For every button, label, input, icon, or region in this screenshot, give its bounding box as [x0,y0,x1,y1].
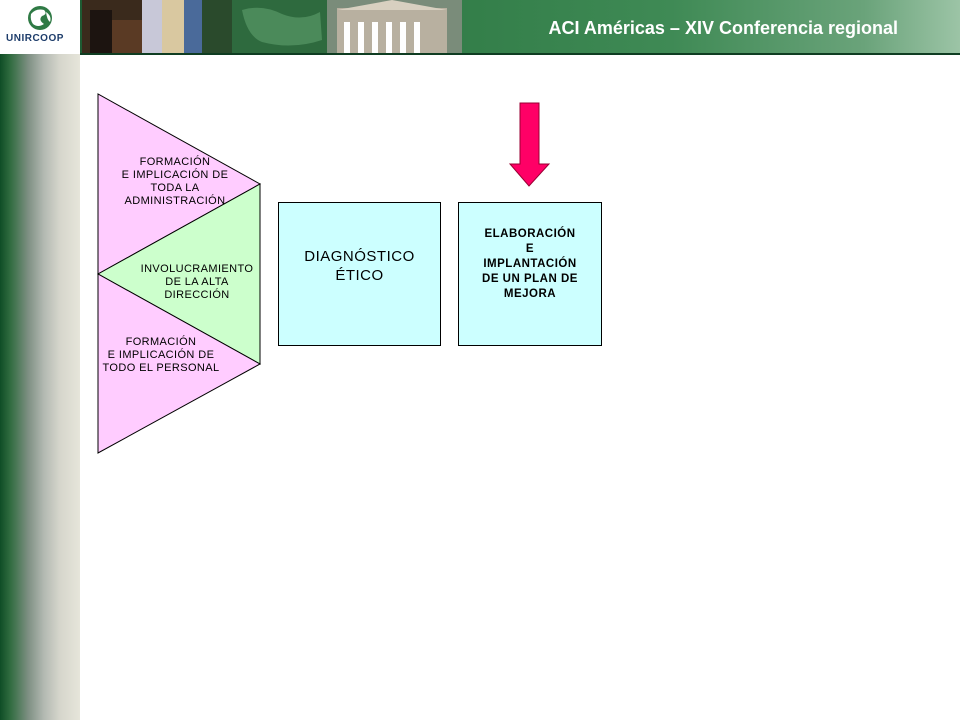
bottom-triangle [97,273,262,454]
top-triangle-label: FORMACIÓN E IMPLICACIÓN DE TODA LA ADMIN… [121,156,229,207]
header-divider [80,53,960,55]
bottom-triangle-label: FORMACIÓN E IMPLICACIÓN DE TODO EL PERSO… [102,336,220,374]
side-decoration-bar [0,54,80,720]
header-photo-collage [82,0,462,54]
page-title: ACI Américas – XIV Conferencia regional [548,18,898,38]
logo-text: UNIRCOOP [6,33,64,44]
middle-triangle-label: INVOLUCRAMIENTO DE LA ALTA DIRECCIÓN [140,263,254,301]
plan-mejora-box: ELABORACIÓN E IMPLANTACIÓN DE UN PLAN DE… [458,202,602,346]
globe-logo-icon [28,6,52,30]
plan-mejora-label: ELABORACIÓN E IMPLANTACIÓN DE UN PLAN DE… [482,228,578,300]
diagnostico-box: DIAGNÓSTICO ÉTICO [278,202,441,346]
diagnostico-label: DIAGNÓSTICO ÉTICO [304,248,415,284]
unircoop-logo: UNIRCOOP [0,0,82,54]
down-arrow-icon [508,102,551,187]
header-banner: UNIRCOOP ACI Américas – XIV Conferencia … [0,0,960,54]
